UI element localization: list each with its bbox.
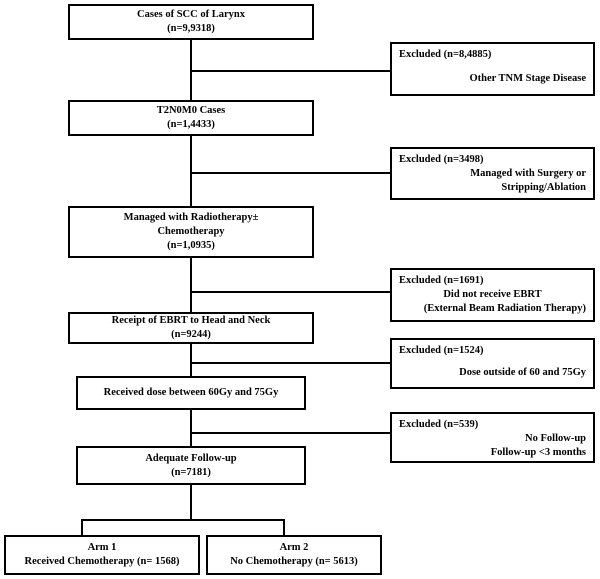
exclusion-detail: (External Beam Radiation Therapy) [423,303,586,314]
flow-box-dose: Received dose between 60Gy and 75Gy [76,376,306,410]
arm-title: Arm 2 [279,542,309,553]
exclusion-branch-line [190,362,390,364]
arm-split-line [283,519,285,535]
exclusion-detail: Follow-up <3 months [490,447,586,458]
exclusion-title: Excluded (n=1524) [399,345,484,356]
main-trunk-line [190,258,192,312]
exclusion-title: Excluded (n=3498) [399,154,484,165]
flow-box-count: (n=9,9318) [167,23,215,34]
exclusion-box: Excluded (n=1524) Dose outside of 60 and… [390,338,595,389]
exclusion-branch-line [190,172,390,174]
flow-box-cases: Cases of SCC of Larynx (n=9,9318) [68,4,314,40]
exclusion-box: Excluded (n=1691) Did not receive EBRT (… [390,268,595,322]
exclusion-title: Excluded (n=539) [399,419,479,430]
arm-title: Arm 1 [87,542,117,553]
flow-box-count: (n=1,4433) [167,119,215,130]
flow-box-radiotherapy: Managed with Radiotherapy± Chemotherapy … [68,206,314,258]
arm-box-2: Arm 2 No Chemotherapy (n= 5613) [206,535,382,575]
exclusion-box: Excluded (n=539) No Follow-up Follow-up … [390,412,595,463]
exclusion-detail: Managed with Surgery or [470,168,586,179]
exclusion-title: Excluded (n=1691) [399,275,484,286]
exclusion-branch-line [190,291,390,293]
flow-box-text: Cases of SCC of Larynx [137,9,245,20]
exclusion-title: Excluded (n=8,4885) [399,49,492,60]
flow-box-count: (n=1,0935) [167,240,215,251]
exclusion-branch-line [190,70,390,72]
main-trunk-line [190,485,192,519]
arm-description: Received Chemotherapy (n= 1568) [24,556,180,567]
flow-box-text: Chemotherapy [157,226,225,237]
arm-description: No Chemotherapy (n= 5613) [230,556,358,567]
arm-split-line [81,519,83,535]
flow-box-text: Adequate Follow-up [145,452,237,464]
exclusion-detail: Did not receive EBRT [443,289,542,300]
flow-box-text: T2N0M0 Cases [156,105,226,116]
main-trunk-line [190,344,192,376]
flow-box-count: (n=7181) [171,466,211,478]
flow-box-text: Managed with Radiotherapy± [123,212,259,223]
flow-box-text: Received dose between 60Gy and 75Gy [103,387,279,398]
arm-box-1: Arm 1 Received Chemotherapy (n= 1568) [4,535,200,575]
arm-split-line [81,519,285,521]
exclusion-box: Excluded (n=3498) Managed with Surgery o… [390,147,595,200]
exclusion-box: Excluded (n=8,4885) Other TNM Stage Dise… [390,42,595,96]
main-trunk-line [190,136,192,206]
exclusion-detail: Stripping/Ablation [501,182,586,193]
main-trunk-line [190,410,192,446]
flow-box-followup: Adequate Follow-up (n=7181) [76,446,306,485]
exclusion-detail: Other TNM Stage Disease [469,73,586,84]
exclusion-detail: No Follow-up [525,433,586,444]
flow-box-count: (n=9244) [171,329,211,340]
flow-box-text: Receipt of EBRT to Head and Neck [111,315,271,326]
exclusion-branch-line [190,432,390,434]
exclusion-detail: Dose outside of 60 and 75Gy [459,367,586,378]
flow-box-ebrt: Receipt of EBRT to Head and Neck (n=9244… [68,312,314,344]
flow-box-t2n0m0: T2N0M0 Cases (n=1,4433) [68,100,314,136]
